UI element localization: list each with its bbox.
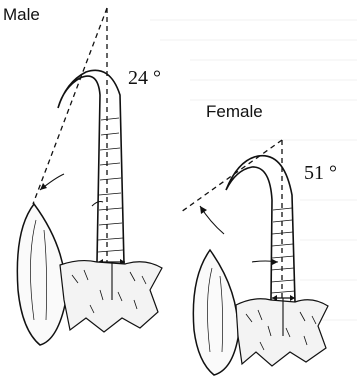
female-head-fur — [236, 299, 328, 366]
male-angle-label: 24 ° — [128, 68, 161, 88]
male-head-fur — [60, 261, 162, 332]
female-angle-label: 51 ° — [304, 163, 337, 183]
male-horn-figure — [17, 8, 162, 345]
male-tangent-line — [33, 8, 107, 204]
female-ear — [193, 250, 238, 375]
female-horn-ridges — [271, 208, 295, 293]
female-label: Female — [206, 103, 263, 120]
female-horn — [226, 156, 295, 302]
male-horn-ridges — [98, 118, 123, 252]
male-horn — [58, 70, 124, 264]
male-ear — [17, 204, 66, 345]
male-label: Male — [3, 6, 40, 23]
